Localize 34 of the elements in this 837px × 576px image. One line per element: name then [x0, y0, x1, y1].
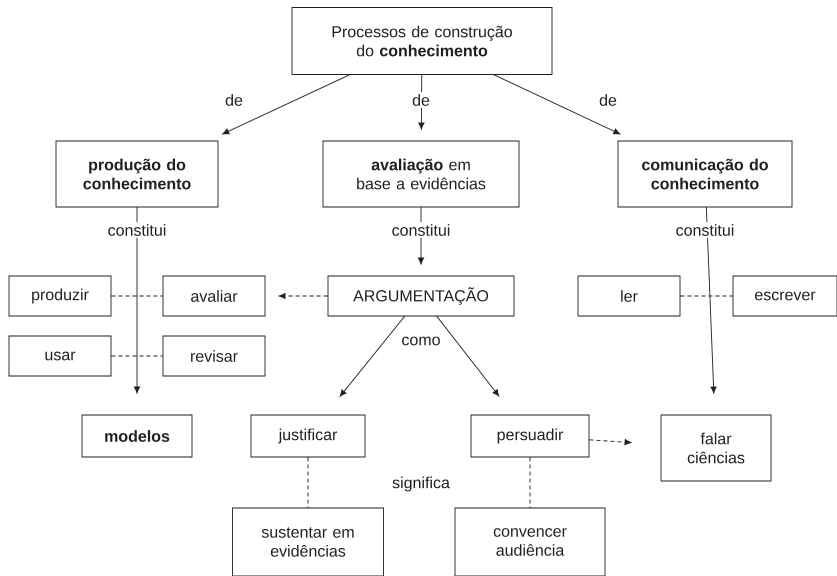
arrow — [340, 316, 405, 397]
concept-box: comunicação do conhecimento — [618, 140, 792, 208]
dashed-connector — [589, 439, 632, 446]
link-label: significa — [392, 476, 450, 492]
concept-box: persuadir — [470, 414, 590, 458]
concept-box: avaliar — [162, 276, 266, 316]
concept-box: ler — [578, 276, 680, 316]
concept-box: avaliação em base a evidências — [322, 140, 520, 208]
concept-box: justificar — [250, 414, 366, 458]
edge-label: constitui — [390, 222, 452, 238]
edge-label: de — [597, 92, 619, 108]
concept-box: produzir — [8, 276, 112, 316]
edge-label: de — [223, 92, 245, 108]
arrow — [222, 74, 350, 134]
link-label: como — [402, 336, 440, 346]
arrow — [706, 207, 717, 394]
arrow — [436, 316, 500, 396]
arrow — [494, 74, 620, 134]
concept-box: revisar — [162, 336, 266, 376]
edge-label: constitui — [106, 222, 168, 238]
edge-label: de — [410, 92, 432, 108]
concept-box: modelos — [82, 414, 192, 458]
concept-box: produção do conhecimento — [56, 140, 218, 208]
dashed-connector — [278, 292, 328, 300]
concept-box: ARGUMENTAÇÃO — [328, 276, 514, 316]
arrow — [134, 207, 140, 394]
edge-label: constitui — [674, 222, 736, 238]
concept-box: escrever — [732, 276, 837, 316]
concept-box: Processos de construção do conhecimento — [292, 7, 552, 75]
concept-box: usar — [8, 336, 112, 376]
concept-box: falar ciências — [660, 414, 772, 482]
arrow — [418, 74, 424, 130]
concept-box: convencer audiência — [454, 508, 606, 576]
concept-box: sustentar em evidências — [232, 508, 384, 576]
